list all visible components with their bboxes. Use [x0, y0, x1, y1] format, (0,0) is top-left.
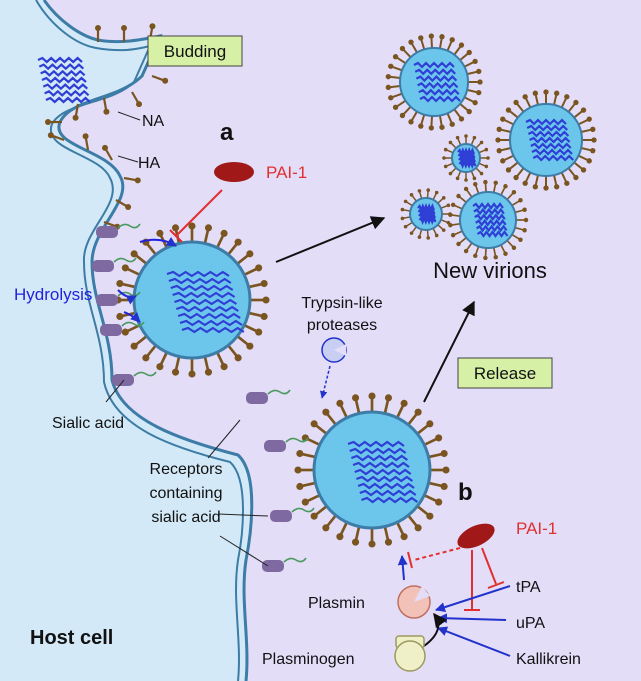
budding-label: Budding: [164, 42, 226, 61]
panel-b-label: b: [458, 479, 473, 506]
plasminogen-icon: [394, 635, 426, 672]
plasmin-icon: [397, 585, 431, 619]
trypsin-label-line1: Trypsin-like: [301, 295, 382, 312]
host-cell-region: [0, 0, 252, 681]
plasminogen-label: Plasminogen: [262, 651, 355, 668]
pai1-a-inhibition: [169, 189, 223, 243]
receptors-label-line1: Receptors: [150, 461, 223, 478]
tpa-label: tPA: [516, 579, 541, 596]
upa-label: uPA: [516, 615, 545, 632]
cell-membrane-inner: [35, 0, 244, 681]
release-box: [457, 357, 553, 389]
new-virions-group: [385, 33, 597, 261]
label-pointers: [105, 111, 269, 567]
na-label: NA: [142, 113, 165, 130]
trypsin-protease-icon: [319, 337, 347, 399]
budding-virion: [37, 23, 177, 230]
pai1-a-label: PAI-1: [266, 163, 307, 182]
pai1-b-label: PAI-1: [516, 519, 557, 538]
host-cell-label: Host cell: [30, 627, 113, 649]
sialic-acid-receptors: [92, 223, 315, 572]
virion-b: [294, 392, 450, 548]
hydrolysis-arrows: [117, 236, 177, 323]
trypsin-label-line2: proteases: [307, 317, 377, 334]
arrow-to-new-virions-b: [423, 300, 475, 403]
hydrolysis-label: Hydrolysis: [14, 285, 92, 304]
release-label: Release: [474, 364, 536, 383]
pai1-b-icon: [457, 523, 495, 549]
arrow-to-new-virions-a: [275, 216, 386, 263]
plasmin-label: Plasmin: [308, 595, 365, 612]
receptors-label-line3: sialic acid: [151, 509, 220, 526]
receptors-label-line2: containing: [150, 485, 223, 502]
panel-a-label: a: [220, 119, 234, 146]
pai1-a-icon: [214, 162, 254, 182]
activation-arrows: [397, 555, 511, 657]
sialic-acid-label: Sialic acid: [52, 415, 124, 432]
pai1-b-inhibition: [407, 547, 505, 611]
virion-a: [114, 222, 270, 378]
kallikrein-label: Kallikrein: [516, 651, 581, 668]
budding-box: [147, 35, 243, 67]
ha-label: HA: [138, 155, 161, 172]
new-virions-label: New virions: [433, 258, 547, 283]
